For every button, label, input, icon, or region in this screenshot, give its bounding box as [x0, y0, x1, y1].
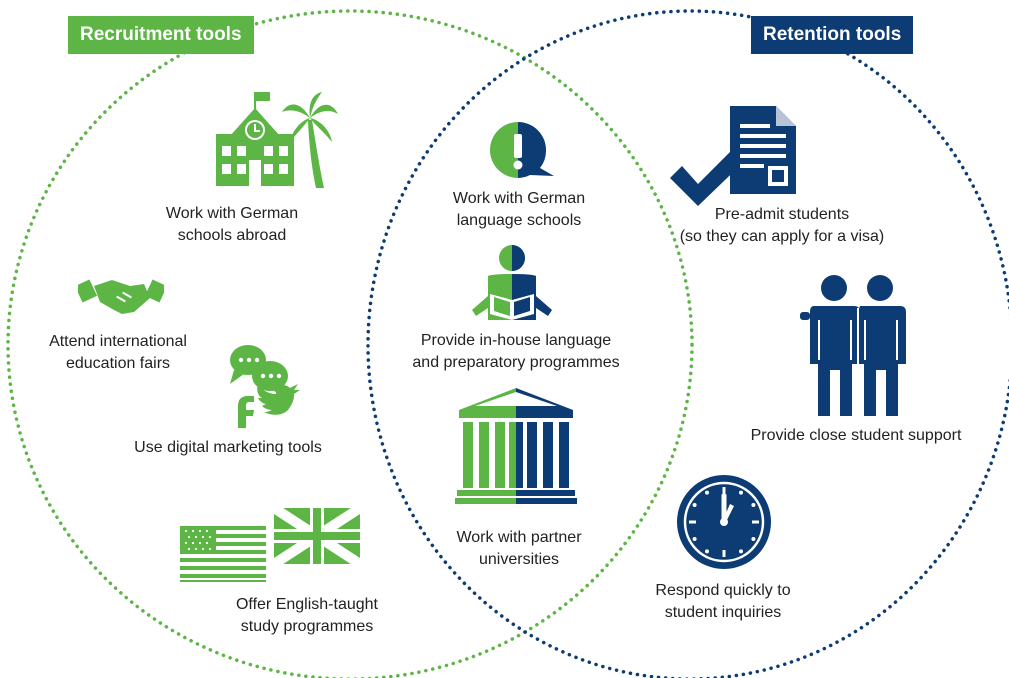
item-label-partner-universities: Work with partner universities: [456, 529, 582, 568]
recruitment-circle: [6, 9, 694, 678]
speech-exclamation-icon: [490, 122, 554, 178]
handshake-icon: [78, 279, 164, 314]
item-label-pre-admit: Pre-admit students (so they can apply fo…: [679, 206, 885, 245]
university-building-icon: [455, 388, 577, 504]
item-label-education-fairs: Attend international education fairs: [49, 333, 187, 372]
item-label-german-schools: Work with German schools abroad: [165, 205, 299, 244]
item-label-inhouse-programmes: Provide in-house language and preparator…: [412, 332, 620, 371]
retention-tools-title: Retention tools: [751, 16, 914, 54]
flags-icon: [180, 508, 360, 582]
item-label-student-support: Provide close student support: [750, 427, 962, 444]
item-label-language-schools: Work with German language schools: [452, 190, 586, 229]
item-label-english-programmes: Offer English-taught study programmes: [235, 596, 378, 635]
two-people-icon: [800, 275, 906, 416]
recruitment-tools-title: Recruitment tools: [68, 16, 254, 54]
item-label-respond-quickly: Respond quickly to student inquiries: [655, 582, 791, 621]
item-label-digital-marketing: Use digital marketing tools: [134, 439, 322, 456]
retention-circle: [366, 9, 1009, 678]
clock-icon: [677, 475, 771, 569]
social-media-icon: [230, 345, 300, 428]
checkmark-document-icon: [670, 106, 796, 206]
school-palm-icon: [216, 92, 338, 188]
reading-person-icon: [472, 245, 552, 320]
